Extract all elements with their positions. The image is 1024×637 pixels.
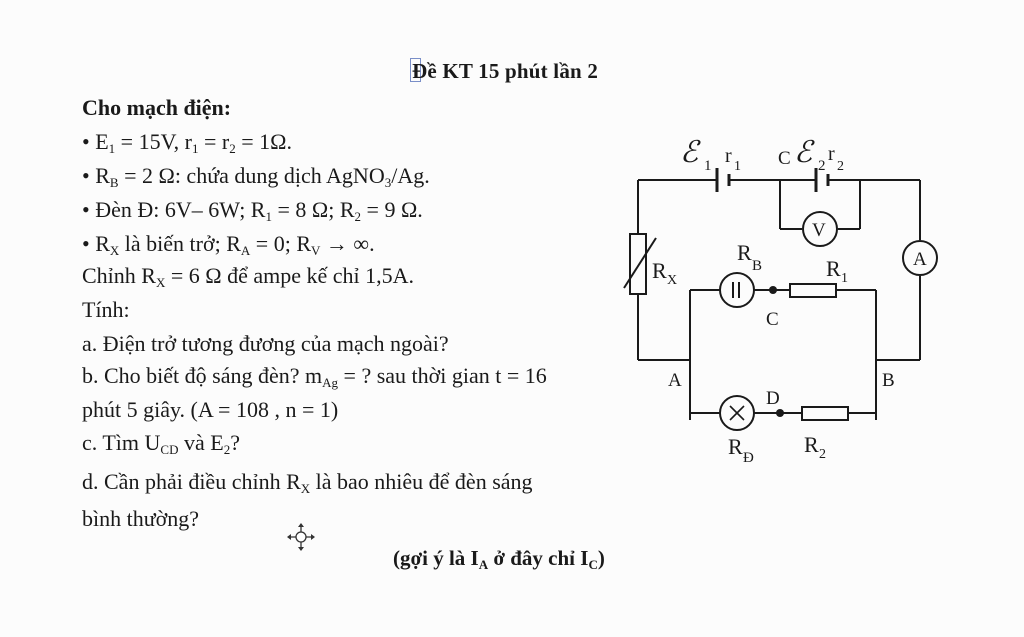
- svg-text:A: A: [913, 249, 927, 270]
- bullet-rheostat: • RX là biến trở; RA = 0; RV → ∞.: [82, 231, 375, 258]
- svg-text:A: A: [668, 370, 682, 391]
- svg-text:V: V: [812, 220, 826, 241]
- svg-text:2: 2: [818, 158, 826, 174]
- svg-text:1: 1: [734, 159, 741, 174]
- svg-text:r: r: [828, 143, 835, 165]
- bullet-electrolyte: • RB = 2 Ω: chứa dung dịch AgNO3/Ag.: [82, 163, 430, 190]
- svg-text:X: X: [667, 273, 677, 288]
- hint-text: (gợi ý là IA ở đây chỉ IC): [393, 546, 605, 572]
- svg-text:B: B: [752, 258, 762, 274]
- question-c: c. Tìm UCD và E2?: [82, 430, 240, 457]
- question-b-cont: phút 5 giây. (A = 108 , n = 1): [82, 397, 339, 422]
- svg-text:1: 1: [841, 271, 848, 286]
- bullet-source-emf: • E1 = 15V, r1 = r2 = 1Ω.: [82, 129, 292, 156]
- bullet-lamp: • Đèn Đ: 6V– 6W; R1 = 8 Ω; R2 = 9 Ω.: [82, 197, 423, 224]
- circuit-diagram: ℰ 1 r 1 C ℰ 2 r 2 V A R X R B R 1 C A B …: [623, 136, 938, 466]
- text-cursor-marker: [410, 58, 421, 82]
- svg-text:R: R: [652, 258, 667, 283]
- adjust-text: Chỉnh RX = 6 Ω để ampe kế chỉ 1,5A.: [82, 263, 415, 290]
- svg-text:1: 1: [704, 158, 712, 174]
- svg-text:R: R: [826, 256, 841, 281]
- svg-text:2: 2: [819, 447, 826, 462]
- question-b: b. Cho biết độ sáng đèn? mAg = ? sau thờ…: [82, 363, 547, 390]
- question-a: a. Điện trở tương đương của mạch ngoài?: [82, 331, 449, 356]
- svg-text:Đ: Đ: [743, 450, 754, 466]
- svg-text:2: 2: [837, 159, 844, 174]
- page-title: Đề KT 15 phút lần 2: [410, 58, 599, 83]
- question-d: d. Cần phải điều chỉnh RX là bao nhiêu đ…: [82, 469, 533, 496]
- svg-text:B: B: [882, 370, 895, 391]
- svg-text:ℰ: ℰ: [680, 136, 701, 169]
- svg-text:C: C: [778, 148, 791, 169]
- svg-text:R: R: [728, 434, 743, 459]
- move-cursor-icon: [286, 522, 316, 557]
- intro-text: Cho mạch điện:: [82, 95, 232, 120]
- compute-label: Tính:: [82, 297, 130, 322]
- svg-text:R: R: [737, 240, 752, 265]
- svg-text:r: r: [725, 145, 732, 167]
- svg-text:C: C: [766, 309, 779, 330]
- svg-text:R: R: [804, 432, 819, 457]
- svg-text:D: D: [766, 388, 780, 409]
- svg-text:ℰ: ℰ: [794, 136, 815, 169]
- question-d-cont: bình thường?: [82, 506, 200, 531]
